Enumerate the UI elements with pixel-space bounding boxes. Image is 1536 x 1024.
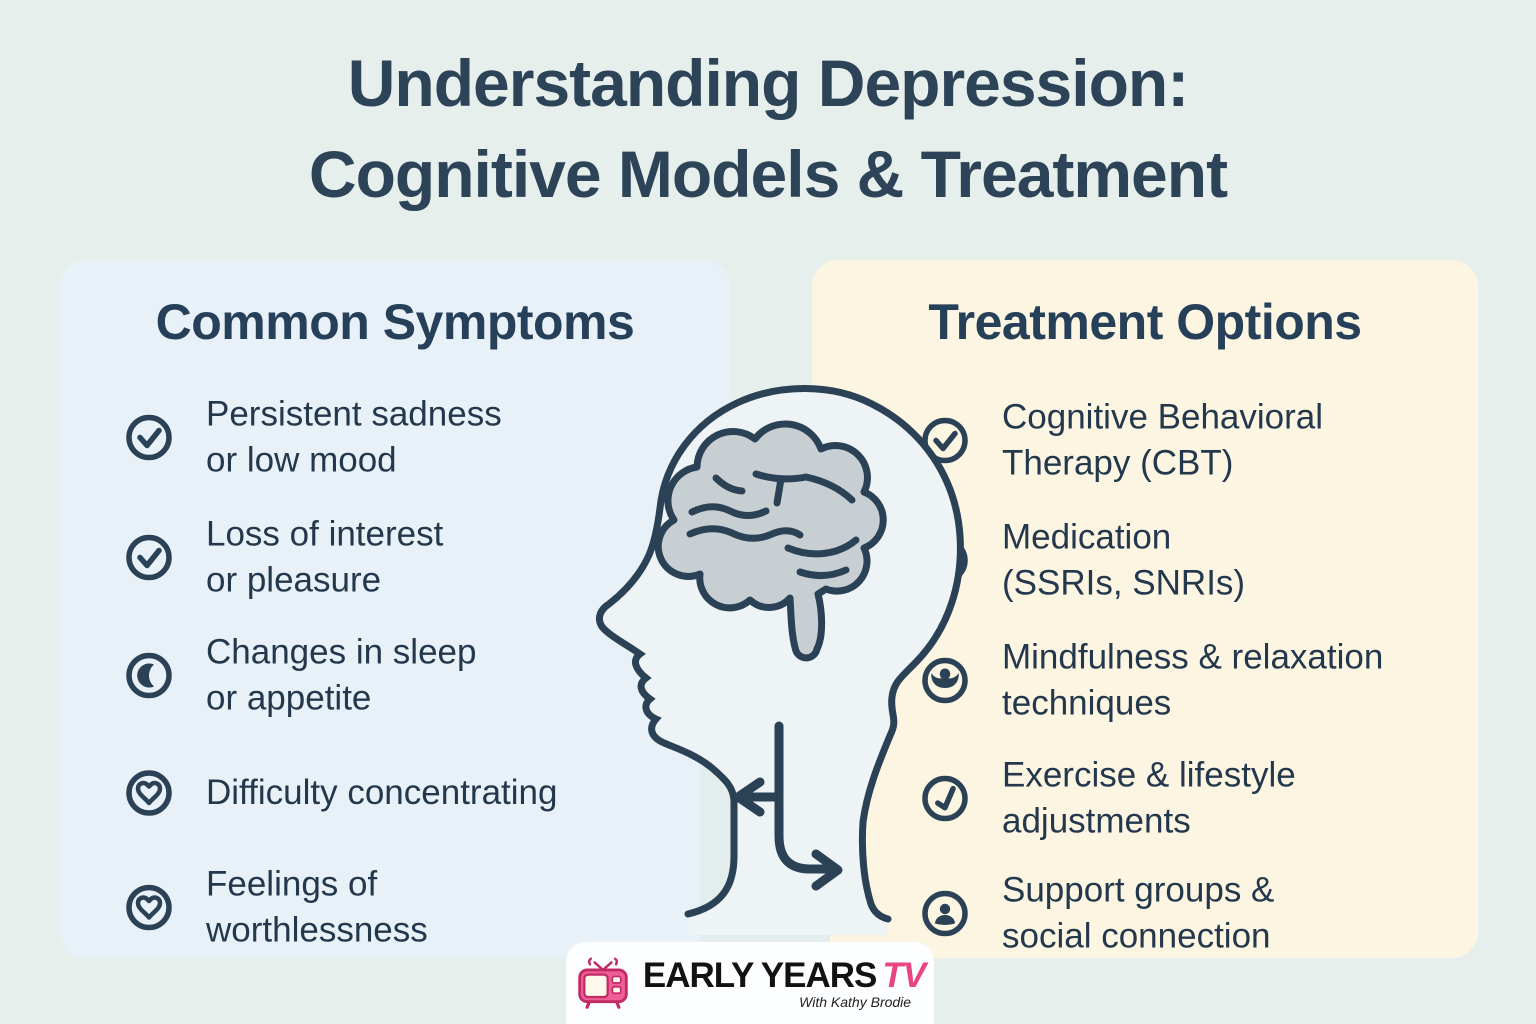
symptom-item-label: Changes in sleep or appetite xyxy=(206,632,477,718)
heart-icon xyxy=(126,770,172,816)
symptom-item-label: Feelings of worthlessness xyxy=(206,864,428,950)
check-circle-icon xyxy=(126,414,172,460)
symptom-item-label: Persistent sadness or low mood xyxy=(206,394,502,480)
treatments-panel: Treatment Options Cognitive Behavioral T… xyxy=(812,260,1478,958)
logo-tv-text: TV xyxy=(882,956,926,995)
moon-icon xyxy=(126,652,172,698)
heart-icon xyxy=(126,884,172,930)
treatment-item: Cognitive Behavioral Therapy (CBT) xyxy=(918,395,1323,486)
check-circle-icon xyxy=(126,534,172,580)
logo-wordmark: Early YearsTV xyxy=(642,956,926,996)
symptom-item: Changes in sleep or appetite xyxy=(122,630,476,721)
check-circle-icon xyxy=(922,537,968,583)
symptom-item: Persistent sadness or low mood xyxy=(122,392,502,483)
arrowhead-left xyxy=(733,777,765,817)
logo-brand-text: Early Years xyxy=(642,956,877,995)
page-title-line1: Understanding Depression: xyxy=(347,46,1189,120)
check-circle-icon xyxy=(922,417,968,463)
meditation-icon xyxy=(922,657,968,703)
symptom-item: Loss of interest or pleasure xyxy=(122,512,443,603)
symptoms-panel: Common Symptoms Persistent sadness or lo… xyxy=(60,260,730,958)
treatment-item-label: Support groups & social connection xyxy=(1002,870,1275,956)
symptom-item: Difficulty concentrating xyxy=(122,766,557,820)
page-title-line2: Cognitive Models & Treatment xyxy=(308,137,1228,212)
treatment-item-label: Exercise & lifestyle adjustments xyxy=(1002,755,1296,841)
page-title: Understanding Depression: Cognitive Mode… xyxy=(0,38,1536,220)
logo-tagline: With Kathy Brodie xyxy=(799,994,912,1010)
check-circle-icon xyxy=(922,775,968,821)
treatment-item: Support groups & social connection xyxy=(918,868,1274,959)
symptom-item-label: Difficulty concentrating xyxy=(206,773,558,813)
symptom-item: Feelings of worthlessness xyxy=(122,862,428,953)
symptoms-heading: Common Symptoms xyxy=(155,294,635,350)
treatment-item: Exercise & lifestyle adjustments xyxy=(918,753,1296,844)
treatment-item: Mindfulness & relaxation techniques xyxy=(918,635,1383,726)
treatment-item: Medication (SSRIs, SNRIs) xyxy=(918,515,1245,606)
treatments-heading: Treatment Options xyxy=(928,294,1362,350)
symptom-item-label: Loss of interest or pleasure xyxy=(206,514,444,600)
treatment-item-label: Cognitive Behavioral Therapy (CBT) xyxy=(1002,397,1324,483)
tv-icon xyxy=(578,957,628,1009)
person-icon xyxy=(922,890,968,936)
treatment-item-label: Medication (SSRIs, SNRIs) xyxy=(1002,517,1246,603)
treatment-item-label: Mindfulness & relaxation techniques xyxy=(1002,637,1384,723)
early-years-tv-logo: Early YearsTV With Kathy Brodie xyxy=(566,942,934,1024)
